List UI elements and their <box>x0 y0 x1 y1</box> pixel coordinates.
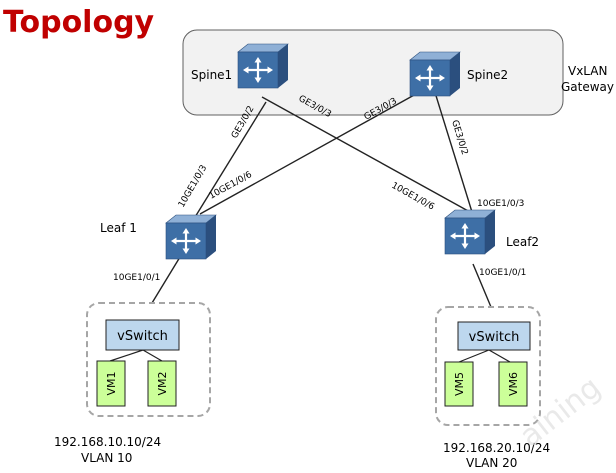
leaf2-router-icon[interactable] <box>443 208 497 256</box>
leaf1-label: Leaf 1 <box>100 221 137 235</box>
leaf2-label: Leaf2 <box>506 235 539 249</box>
host-group-1-boundary <box>86 302 211 417</box>
host-1-ip: 192.168.10.10/24 <box>54 435 161 449</box>
vm1-box[interactable] <box>96 360 126 407</box>
gateway-label-line2: Gateway <box>561 80 614 94</box>
host-1-vlan: VLAN 10 <box>81 451 132 465</box>
spine2-label: Spine2 <box>467 68 508 82</box>
host-2-vlan: VLAN 20 <box>466 456 517 470</box>
host-group-1: vSwitch VM1 VM2 <box>86 302 211 417</box>
vm2-box[interactable] <box>147 360 177 407</box>
host-group-2: vSwitch VM5 VM6 <box>435 306 541 426</box>
vm2-label: VM2 <box>156 371 169 395</box>
port-label-leaf2-up-b: 10GE1/0/3 <box>477 199 524 209</box>
vm6-label: VM6 <box>507 372 520 396</box>
leaf1-router-icon[interactable] <box>164 213 218 261</box>
link-leaf2-host2 <box>472 263 492 308</box>
port-label-spine2-leaf2: GE3/0/2 <box>449 119 469 156</box>
vswitch-1-box[interactable] <box>105 319 180 351</box>
link-spine2-leaf2 <box>432 85 473 213</box>
vm5-label: VM5 <box>453 372 466 396</box>
port-label-leaf2-up-a: 10GE1/0/6 <box>390 181 437 213</box>
link-spine1-leaf1 <box>191 101 267 223</box>
link-spine1-leaf2 <box>261 96 471 213</box>
host-group-2-boundary <box>435 306 541 426</box>
vm5-box[interactable] <box>444 361 474 407</box>
port-label-leaf2-down: 10GE1/0/1 <box>479 268 526 278</box>
vm1-label: VM1 <box>105 371 118 395</box>
gateway-label-line1: VxLAN <box>568 64 607 78</box>
port-label-leaf1-down: 10GE1/0/1 <box>113 273 160 283</box>
host-2-ip: 192.168.20.10/24 <box>443 441 550 455</box>
topology-links <box>151 83 492 308</box>
page-title: Topology <box>3 5 155 40</box>
vswitch-2-box[interactable] <box>457 321 531 351</box>
spine1-label: Spine1 <box>191 68 232 82</box>
spine1-router-icon[interactable] <box>236 42 290 90</box>
spine2-router-icon[interactable] <box>408 50 462 98</box>
link-leaf1-host1 <box>151 256 181 304</box>
link-spine2-leaf1 <box>199 83 435 215</box>
vm6-box[interactable] <box>498 361 528 407</box>
vswitch-1-label: vSwitch <box>117 329 168 344</box>
vswitch-2-label: vSwitch <box>469 330 520 345</box>
